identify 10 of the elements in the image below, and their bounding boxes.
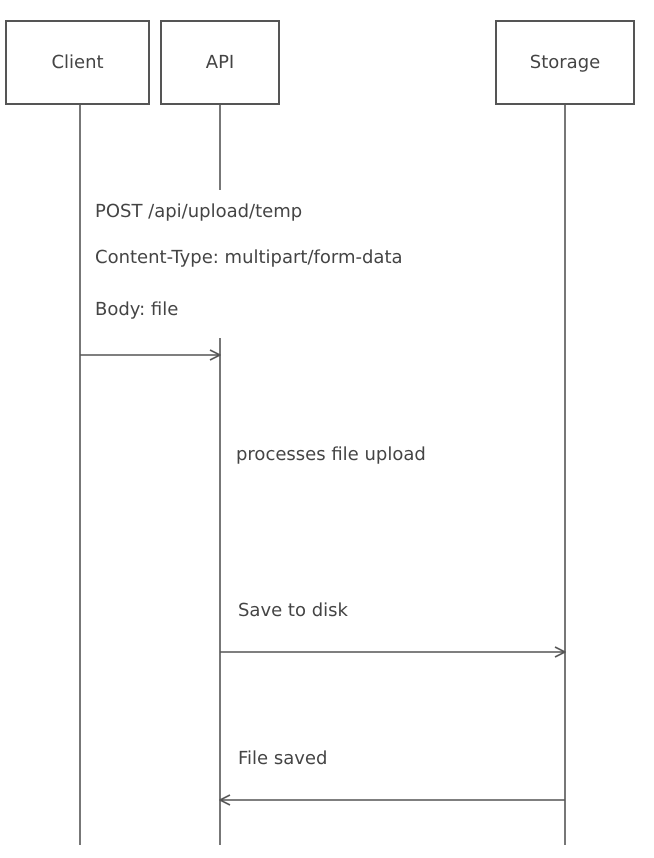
message-text: Body: file — [95, 299, 178, 321]
message-arrow — [220, 646, 566, 658]
message-text: Content-Type: multipart/form-data — [95, 247, 403, 269]
message-arrow — [80, 349, 221, 361]
participant-name: Client — [51, 52, 104, 73]
note-text: processes file upload — [236, 444, 426, 466]
participant-name: API — [206, 52, 234, 73]
message-text: POST /api/upload/temp — [95, 201, 302, 223]
message-arrow — [219, 794, 565, 806]
participant-name: Storage — [530, 52, 600, 73]
